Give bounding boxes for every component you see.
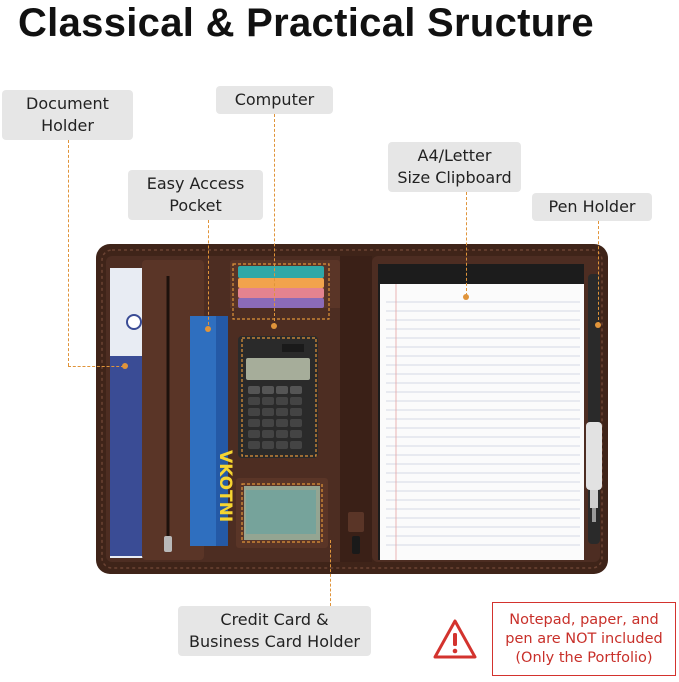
not-included-notice: Notepad, paper, and pen are NOT included… (492, 602, 676, 676)
folder-brand-text: VKOTNI (215, 450, 235, 522)
label-document-holder-line1: Document (26, 94, 109, 113)
label-clipboard: A4/Letter Size Clipboard (388, 142, 521, 192)
label-computer: Computer (216, 86, 333, 114)
dot-pen-holder (595, 322, 601, 328)
lead-document-holder (68, 140, 69, 366)
label-document-holder: Document Holder (2, 90, 133, 140)
dot-document-holder (122, 363, 128, 369)
label-card-holder: Credit Card & Business Card Holder (178, 606, 371, 656)
label-computer-line1: Computer (234, 90, 315, 109)
label-clipboard-line2: Size Clipboard (397, 168, 512, 187)
warning-icon (433, 619, 477, 659)
lead-easy-access (208, 220, 209, 330)
notice-line-2: pen are NOT included (505, 631, 663, 647)
dot-easy-access (205, 326, 211, 332)
lead-card-holder (330, 540, 331, 606)
page-title: Classical & Practical Sructure (18, 1, 594, 45)
label-clipboard-line1: A4/Letter (417, 146, 492, 165)
calculator-keypad (248, 386, 302, 449)
label-easy-access-pocket: Easy Access Pocket (128, 170, 263, 220)
lead-clipboard (466, 192, 467, 296)
label-card-holder-line1: Credit Card & (220, 610, 329, 629)
label-card-holder-line2: Business Card Holder (189, 632, 360, 651)
lead-document-holder-h (68, 366, 124, 367)
lead-pen-holder (598, 221, 599, 325)
label-pen-holder-line1: Pen Holder (548, 197, 636, 216)
notice-line-3: (Only the Portfolio) (515, 650, 653, 666)
label-document-holder-line2: Holder (41, 116, 94, 135)
notice-line-1: Notepad, paper, and (509, 612, 659, 628)
dot-clipboard (463, 294, 469, 300)
portfolio-illustration: VKOTNI (96, 244, 608, 574)
label-pen-holder: Pen Holder (532, 193, 652, 221)
dot-computer (271, 323, 277, 329)
notepad-lines (386, 301, 580, 546)
label-easy-access-line2: Pocket (169, 196, 222, 215)
lead-computer (274, 114, 275, 326)
label-easy-access-line1: Easy Access (146, 174, 245, 193)
